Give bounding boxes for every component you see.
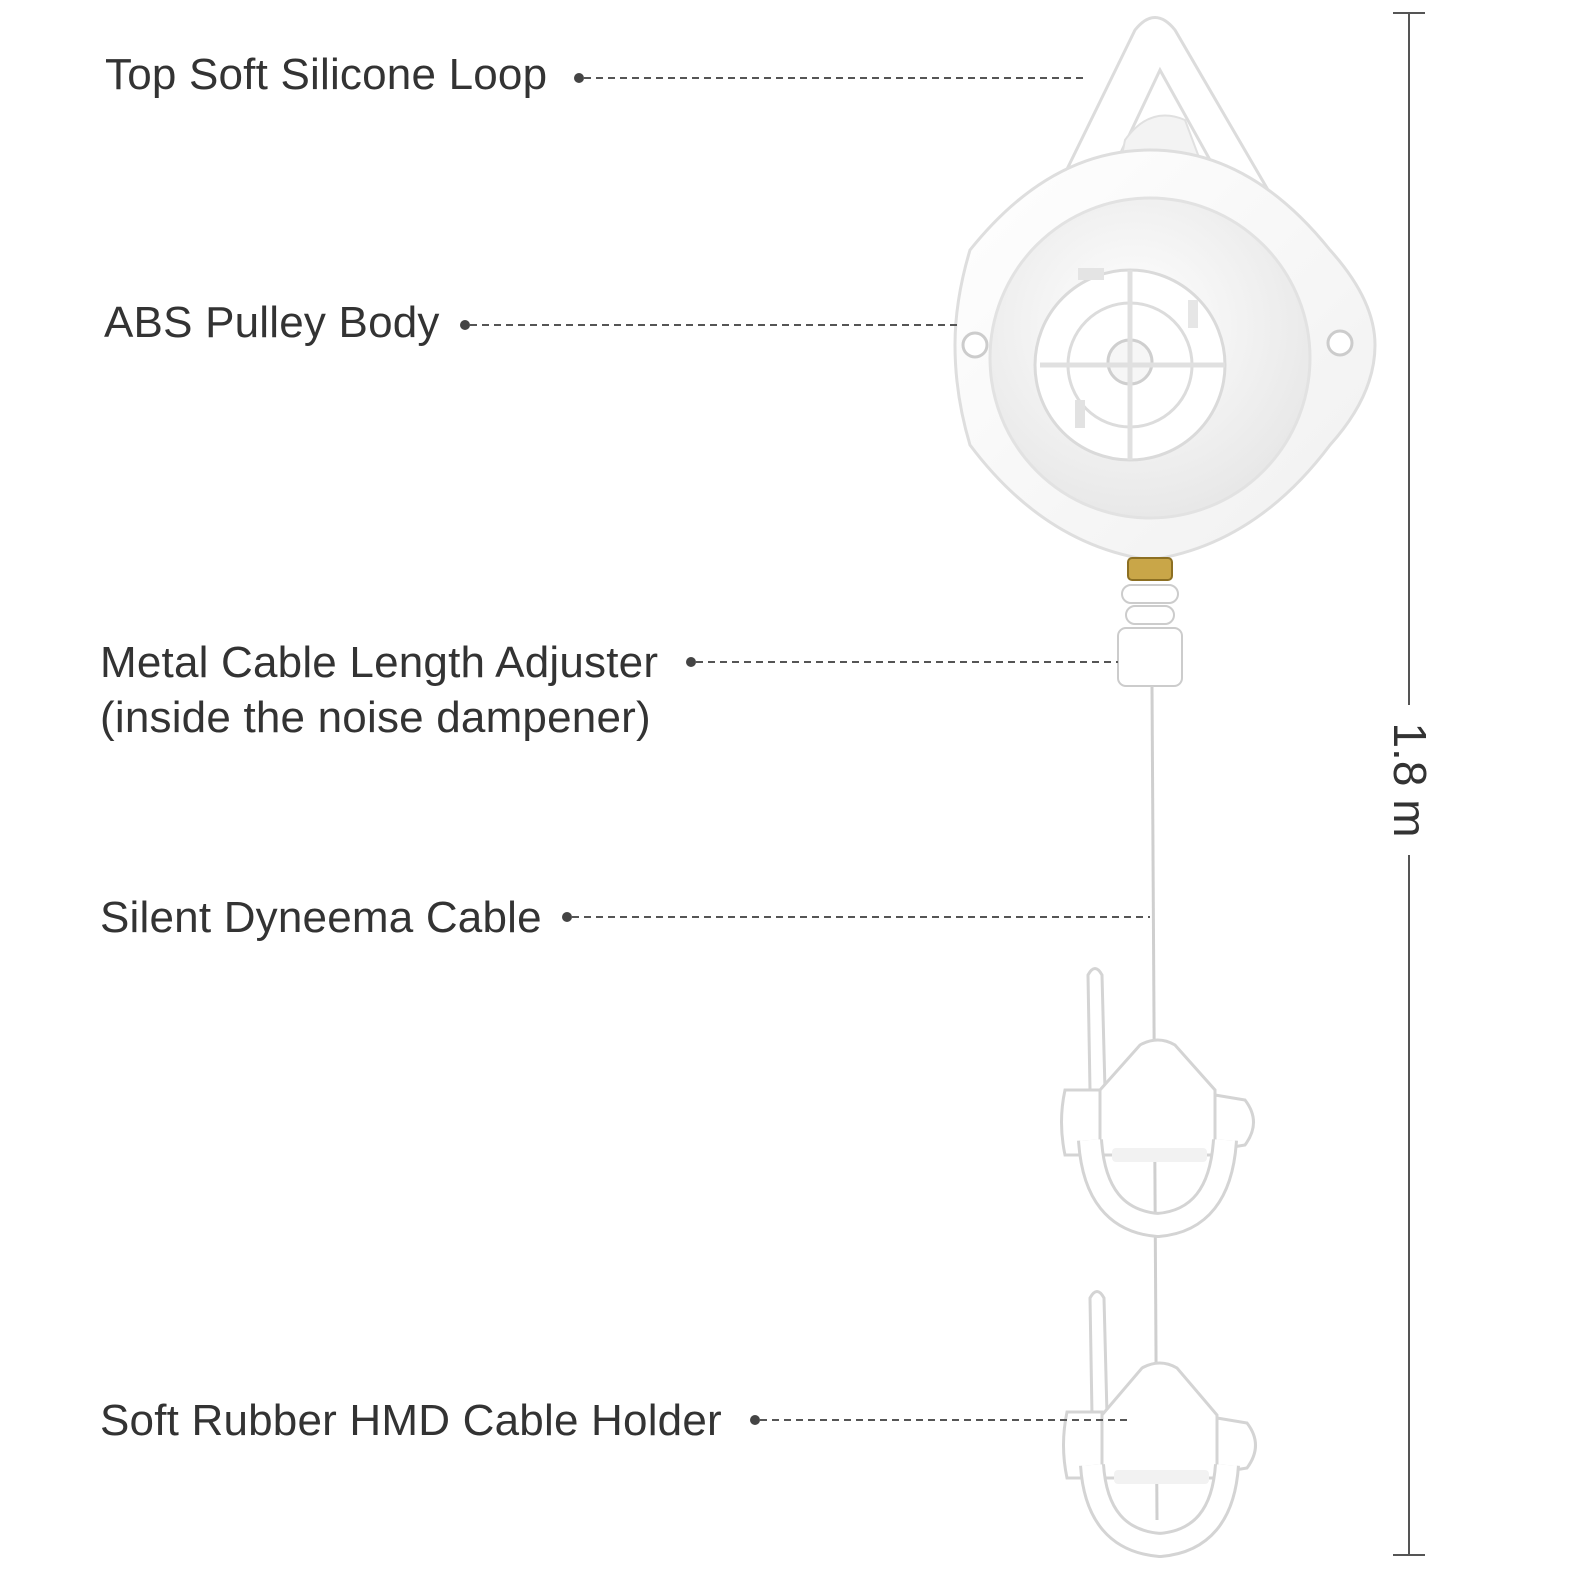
label-pulley-body: ABS Pulley Body: [104, 296, 440, 351]
leader-dots: [460, 73, 760, 1425]
label-dyneema-cable-text: Silent Dyneema Cable: [100, 893, 542, 942]
leader-dot-body: [460, 320, 470, 330]
leader-dot-adjuster: [686, 657, 696, 667]
cable-holder-upper: [1060, 967, 1255, 1239]
cable-adjuster: [1117, 557, 1183, 687]
leader-dot-cable: [562, 912, 572, 922]
label-pulley-body-text: ABS Pulley Body: [104, 298, 440, 347]
label-cable-holder-text: Soft Rubber HMD Cable Holder: [100, 1396, 722, 1445]
leader-dot-loop: [574, 73, 584, 83]
label-cable-adjuster-line1: Metal Cable Length Adjuster: [100, 638, 659, 687]
label-silicone-loop: Top Soft Silicone Loop: [105, 48, 547, 103]
pulley-body: [953, 148, 1377, 562]
label-dyneema-cable: Silent Dyneema Cable: [100, 891, 542, 946]
dimension-line: [1393, 12, 1425, 1556]
label-cable-holder: Soft Rubber HMD Cable Holder: [100, 1394, 722, 1449]
cable-holder-lower: [1062, 1290, 1257, 1559]
leader-dot-holder: [750, 1415, 760, 1425]
length-measurement: 1.8 m: [1384, 722, 1436, 838]
label-cable-adjuster: Metal Cable Length Adjuster (inside the …: [100, 636, 658, 745]
leader-lines: [470, 77, 1150, 1421]
label-cable-adjuster-line2: (inside the noise dampener): [100, 692, 651, 742]
length-measurement-text: 1.8 m: [1384, 722, 1436, 838]
label-silicone-loop-text: Top Soft Silicone Loop: [105, 50, 548, 99]
